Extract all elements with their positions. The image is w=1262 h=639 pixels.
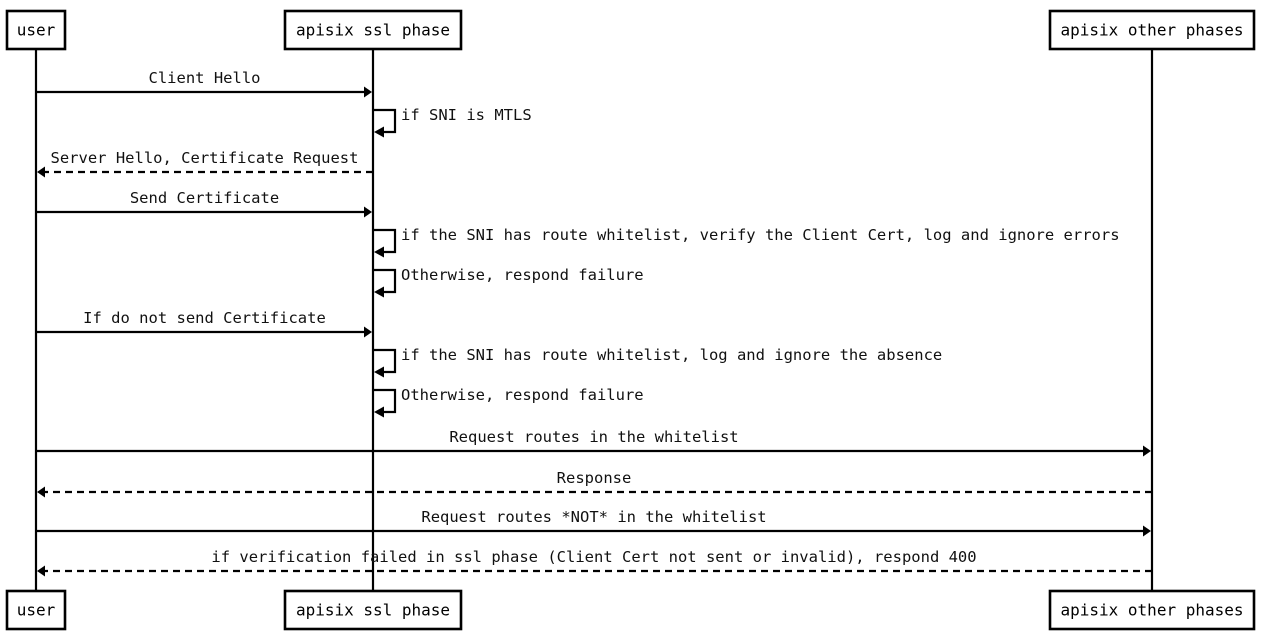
arrow-head-right [1143, 525, 1151, 537]
arrow-head-right [364, 206, 372, 218]
lifelines-layer [34, 49, 1154, 591]
participant-box-rect [1048, 9, 1256, 51]
message-label: Client Hello [149, 69, 261, 87]
participant-box-ssl-top[interactable]: apisix ssl phase [283, 9, 463, 51]
arrow-head-left [37, 166, 45, 178]
self-message-path [373, 268, 397, 294]
participant-label: user [17, 601, 56, 620]
message-m1: Client Hello [36, 69, 372, 98]
self-message-label: Otherwise, respond failure [401, 266, 644, 284]
self-message-s5: Otherwise, respond failure [373, 386, 644, 418]
self-message-s3: Otherwise, respond failure [373, 266, 644, 298]
participant-box-rect [283, 9, 463, 51]
arrow-head-right [364, 86, 372, 98]
arrow-head-left [37, 486, 45, 498]
participant-label: apisix other phases [1060, 601, 1243, 620]
arrow-head-left [374, 246, 384, 258]
message-label: Response [557, 469, 632, 487]
message-m6: Response [37, 469, 1152, 498]
participant-box-rect [283, 589, 463, 631]
message-label: Send Certificate [130, 189, 279, 207]
message-m7: Request routes *NOT* in the whitelist [36, 508, 1151, 537]
self-message-label: if SNI is MTLS [401, 106, 532, 124]
arrow-head-left [374, 126, 384, 138]
message-m8: if verification failed in ssl phase (Cli… [37, 548, 1152, 577]
participant-box-user-bottom[interactable]: user [5, 589, 67, 631]
participant-label: apisix other phases [1060, 21, 1243, 40]
participant-boxes-layer: user apisix ssl phase apisix other phases u… [5, 9, 1256, 631]
arrow-head-left [374, 286, 384, 298]
arrow-head-left [374, 366, 384, 378]
message-label: if verification failed in ssl phase (Cli… [211, 548, 976, 566]
self-message-s4: if the SNI has route whitelist, log and … [373, 346, 942, 378]
participant-box-other-top[interactable]: apisix other phases [1048, 9, 1256, 51]
participant-box-user-top[interactable]: user [5, 9, 67, 51]
self-message-s1: if SNI is MTLS [373, 106, 532, 138]
message-label: Request routes *NOT* in the whitelist [421, 508, 766, 526]
participant-label: user [17, 21, 56, 40]
participant-box-rect [5, 589, 67, 631]
message-m5: Request routes in the whitelist [36, 428, 1151, 457]
self-message-s2: if the SNI has route whitelist, verify t… [373, 226, 1120, 258]
self-message-label: Otherwise, respond failure [401, 386, 644, 404]
participant-box-other-bottom[interactable]: apisix other phases [1048, 589, 1256, 631]
message-label: Server Hello, Certificate Request [51, 149, 359, 167]
self-message-label: if the SNI has route whitelist, log and … [401, 346, 942, 364]
message-m4: If do not send Certificate [36, 309, 372, 338]
arrow-head-right [1143, 445, 1151, 457]
participant-label: apisix ssl phase [296, 21, 450, 40]
message-label: Request routes in the whitelist [449, 428, 738, 446]
arrow-head-right [364, 326, 372, 338]
participant-label: apisix ssl phase [296, 601, 450, 620]
self-message-path [373, 348, 397, 374]
self-message-path [373, 388, 397, 414]
self-message-label: if the SNI has route whitelist, verify t… [401, 226, 1120, 244]
self-message-path [373, 228, 397, 254]
arrow-head-left [37, 565, 45, 577]
message-m3: Send Certificate [36, 189, 372, 218]
self-message-path [373, 108, 397, 134]
message-m2: Server Hello, Certificate Request [37, 149, 373, 178]
participant-box-rect [5, 9, 67, 51]
arrow-head-left [374, 406, 384, 418]
participant-box-ssl-bottom[interactable]: apisix ssl phase [283, 589, 463, 631]
participant-box-rect [1048, 589, 1256, 631]
self-messages-layer: if SNI is MTLS if the SNI has route white… [373, 106, 1120, 418]
message-label: If do not send Certificate [83, 309, 326, 327]
